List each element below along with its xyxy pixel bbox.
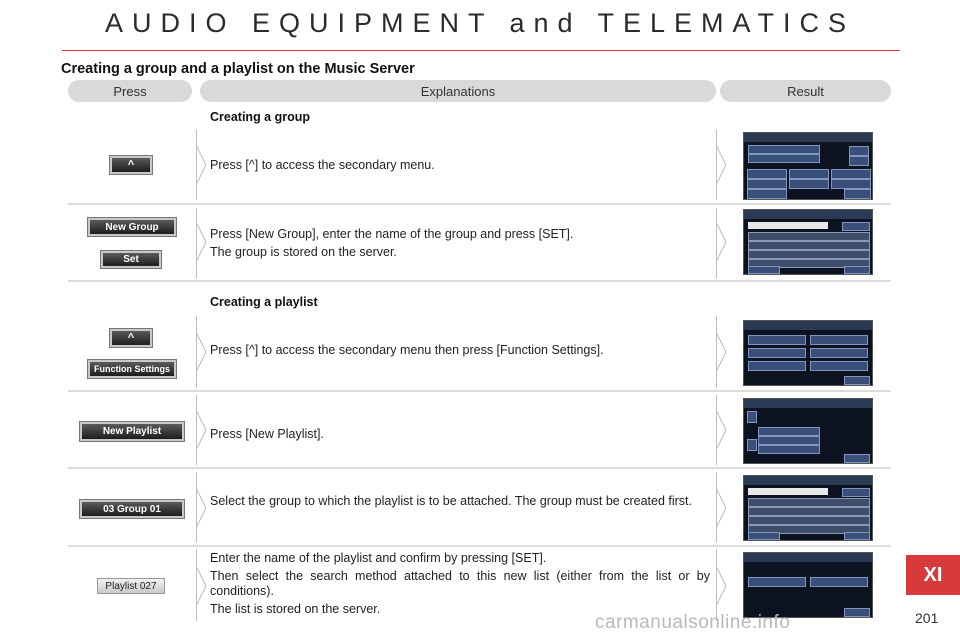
result-screen-group-name-input [743,209,873,275]
chevron-right-icon [716,410,726,450]
column-separator [716,472,717,542]
header-divider [62,50,900,51]
chevron-right-icon [716,145,726,185]
row-divider [68,280,891,282]
subheading-creating-group: Creating a group [210,110,311,124]
chevron-right-icon [196,145,206,185]
explanation-text: The group is stored on the server. [210,245,397,259]
button-image-set: Set [101,251,161,268]
column-separator [716,316,717,388]
button-image-playlist-name: Playlist 027 [97,578,165,594]
column-separator [196,395,197,465]
column-separator [716,208,717,278]
column-separator [716,549,717,621]
row-divider [68,467,891,469]
result-screen-new-playlist-groups [743,398,873,464]
column-separator [196,316,197,388]
column-header-explanations: Explanations [200,80,716,102]
row-explanation: Enter the name of the playlist and confi… [210,551,710,620]
result-screen-new-playlist-search [743,552,873,618]
section-title: Creating a group and a playlist on the M… [61,61,415,77]
explanation-text: Press [New Group], enter the name of the… [210,227,574,241]
explanation-text: Enter the name of the playlist and confi… [210,551,547,565]
button-image-up: ^ [110,329,152,347]
button-image-up: ^ [110,156,152,174]
page-header-title: AUDIO EQUIPMENT and TELEMATICS [104,8,856,38]
column-separator [196,472,197,542]
button-image-group-item: 03 Group 01 [80,500,184,518]
row-divider [68,203,891,205]
column-header-press: Press [68,80,192,102]
column-header-result: Result [720,80,891,102]
row-explanation: Press [^] to access the secondary menu t… [210,343,710,361]
explanation-text: Then select the search method attached t… [210,569,710,598]
row-explanation: Press [New Playlist]. [210,427,710,445]
button-image-new-group: New Group [88,218,176,236]
chapter-tab: XI [906,555,960,595]
chevron-right-icon [196,566,206,606]
explanation-text: Press [^] to access the secondary menu t… [210,343,604,357]
chevron-right-icon [196,222,206,262]
column-separator [196,130,197,200]
explanation-text: Press [^] to access the secondary menu. [210,158,435,172]
row-explanation: Select the group to which the playlist i… [210,494,710,512]
chevron-right-icon [716,222,726,262]
result-screen-secondary-menu [743,132,873,200]
column-separator [716,395,717,465]
explanation-text: Press [New Playlist]. [210,427,324,441]
column-separator [196,208,197,278]
row-explanation: Press [^] to access the secondary menu. [210,158,710,176]
result-screen-playlist-name-input [743,475,873,541]
watermark: carmanualsonline.info [595,612,791,633]
explanation-text: The list is stored on the server. [210,602,381,616]
chevron-right-icon [196,410,206,450]
chevron-right-icon [716,488,726,528]
page-number: 201 [915,610,939,626]
column-separator [196,549,197,621]
subheading-creating-playlist: Creating a playlist [210,295,318,309]
result-screen-function-settings [743,320,873,386]
row-divider [68,545,891,547]
button-image-function-settings: Function Settings [88,360,176,378]
row-explanation: Press [New Group], enter the name of the… [210,227,710,263]
explanation-text: Select the group to which the playlist i… [210,494,692,508]
chevron-right-icon [196,332,206,372]
row-divider [68,390,891,392]
chevron-right-icon [716,332,726,372]
chevron-right-icon [196,488,206,528]
button-image-new-playlist: New Playlist [80,422,184,441]
column-separator [716,130,717,200]
chevron-right-icon [716,566,726,606]
